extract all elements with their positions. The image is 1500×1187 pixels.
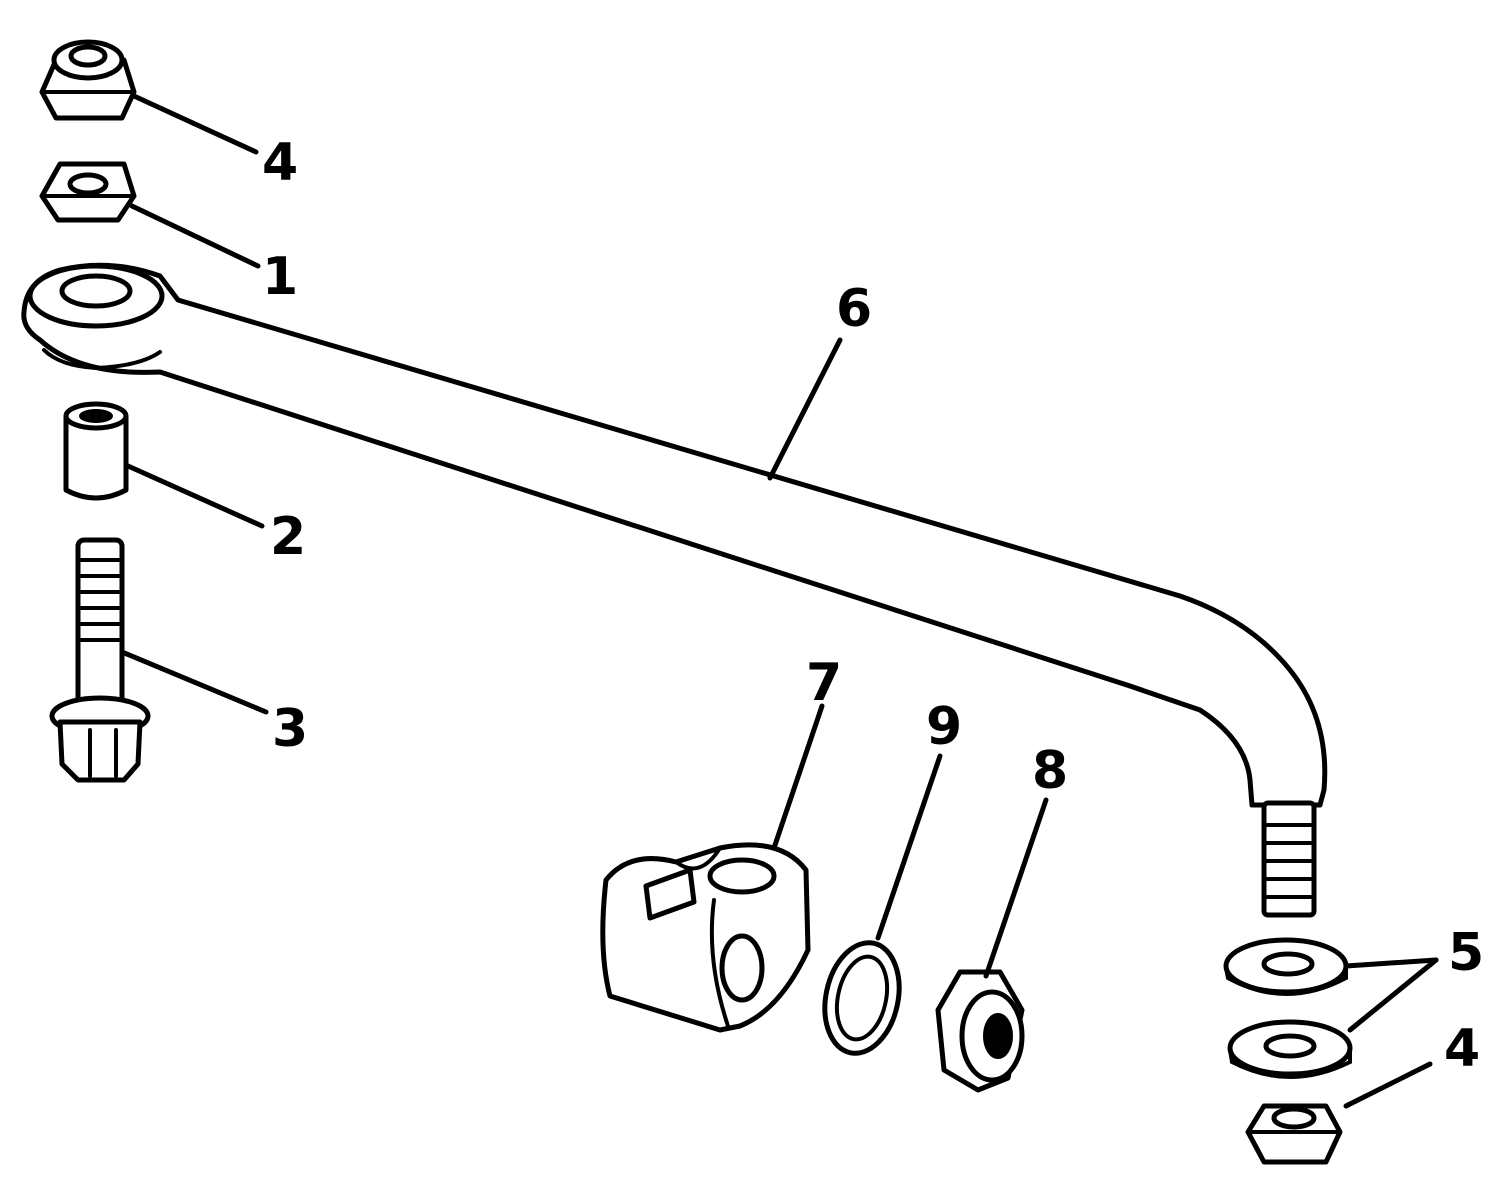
flat-washer-side	[822, 940, 902, 1056]
callout-4-bottom: 4	[1444, 1019, 1480, 1079]
callout-2: 2	[270, 507, 306, 567]
lock-nut-top	[39, 39, 137, 121]
callout-7: 7	[806, 653, 842, 713]
leader-4-bottom	[1343, 1061, 1433, 1109]
washer-lower	[1227, 1019, 1353, 1079]
callout-9: 9	[926, 697, 962, 757]
callout-5: 5	[1448, 923, 1484, 983]
callout-8: 8	[1032, 741, 1068, 801]
leader-3	[119, 649, 269, 715]
lock-nut-side	[935, 969, 1025, 1093]
washer-upper	[1223, 937, 1349, 996]
leader-1	[129, 203, 261, 269]
leader-6	[767, 337, 843, 481]
spacer-bushing	[63, 401, 129, 501]
leader-5a	[1343, 957, 1439, 969]
leader-8	[983, 797, 1049, 979]
hex-nut	[39, 161, 137, 223]
callout-4-top: 4	[262, 133, 298, 193]
leader-2	[125, 463, 265, 529]
callout-1: 1	[262, 247, 298, 307]
leader-7	[771, 703, 825, 851]
leader-9	[875, 753, 943, 941]
lock-nut-bottom	[1245, 1103, 1343, 1165]
steering-link-rod	[21, 262, 1328, 918]
flange-bolt	[49, 537, 151, 783]
leader-5b	[1347, 957, 1439, 1033]
clevis-block	[600, 842, 811, 1033]
leader-4-top	[131, 93, 259, 155]
callout-3: 3	[272, 699, 308, 759]
callout-6: 6	[836, 279, 872, 339]
